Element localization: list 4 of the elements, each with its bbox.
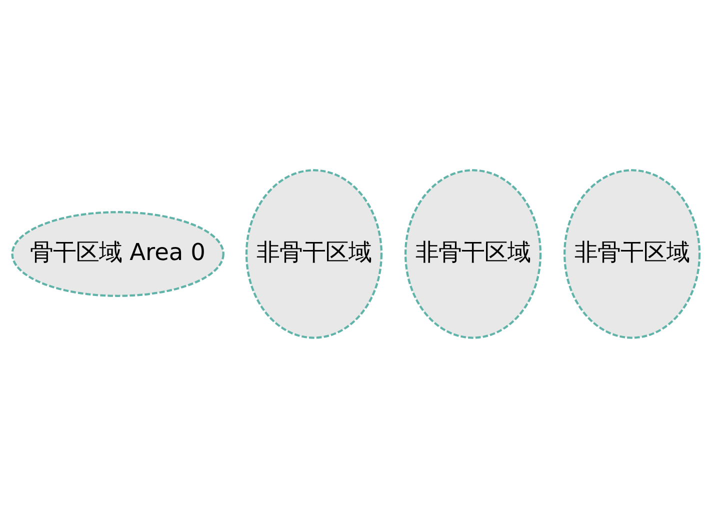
node-ellipse: 非骨干区域 xyxy=(564,169,701,339)
node-ellipse: 骨干区域 Area 0 xyxy=(11,211,224,297)
node-ellipse: 非骨干区域 xyxy=(245,169,382,339)
node-ellipse: 非骨干区域 xyxy=(404,169,542,339)
